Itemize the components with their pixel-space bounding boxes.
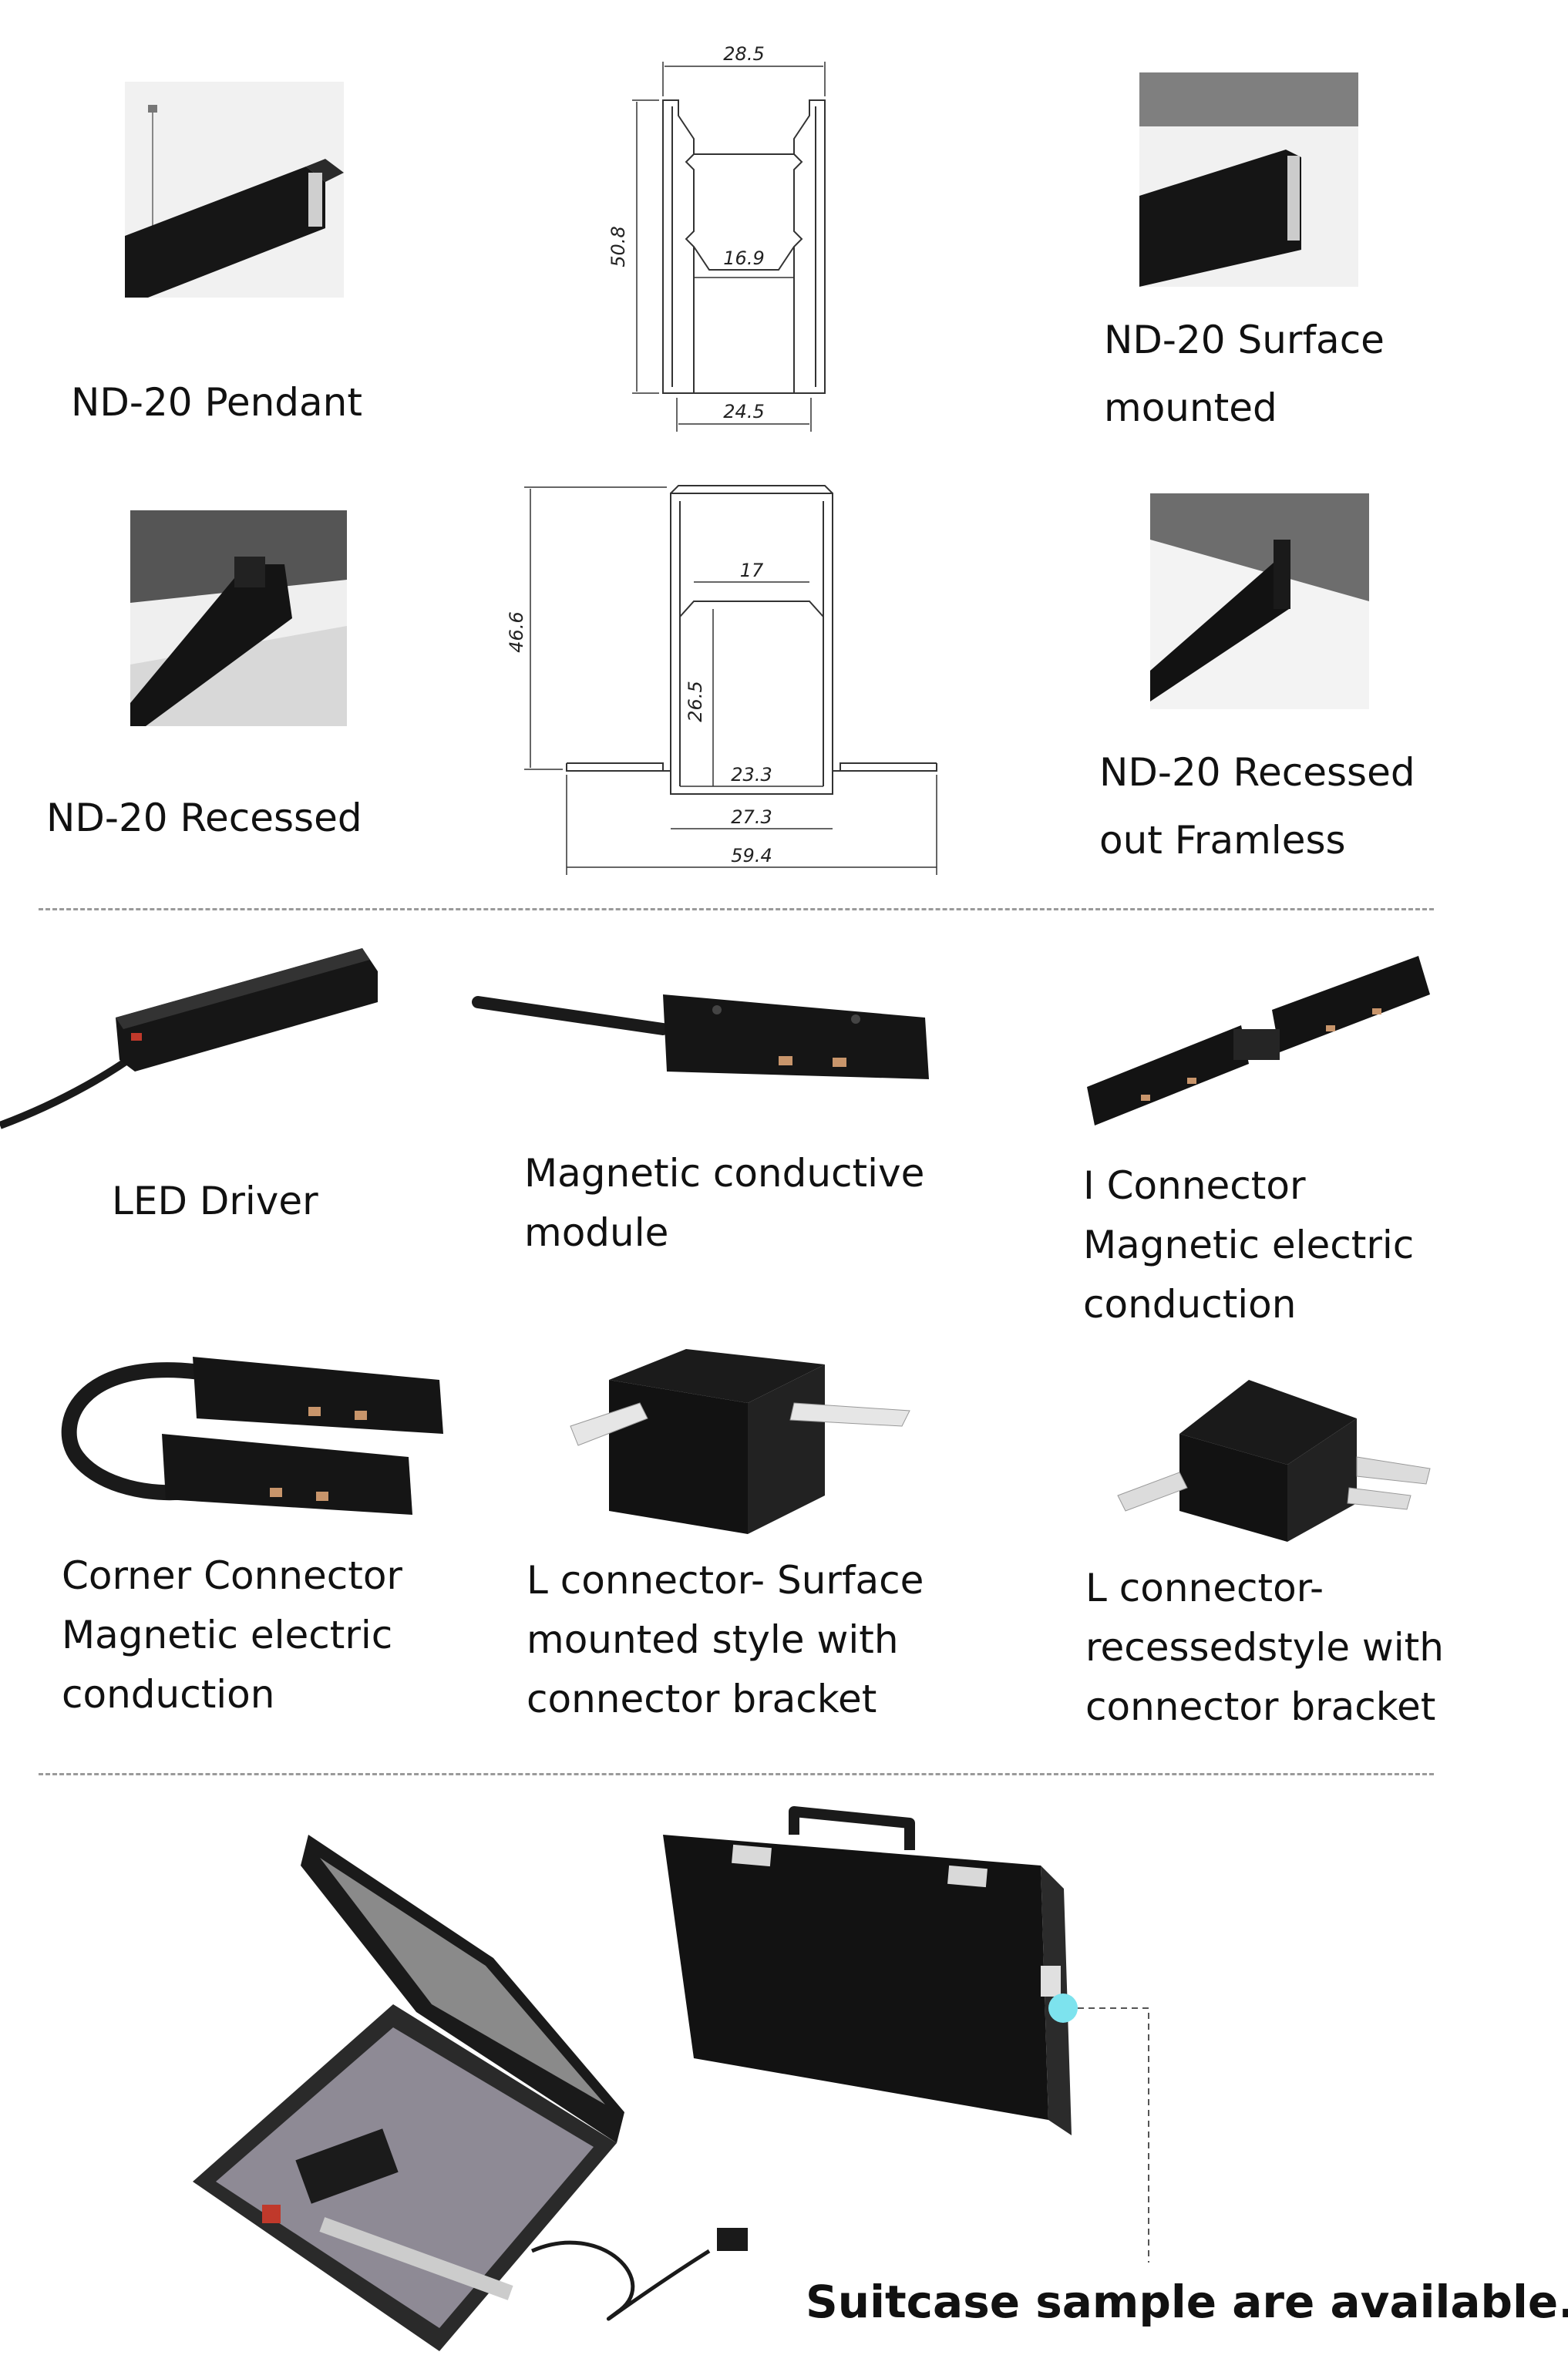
magnetic-module-image (472, 994, 929, 1079)
suitcase-caption: Suitcase sample are available. (806, 2276, 1568, 2328)
closed-suitcase-image (663, 1806, 1072, 2135)
dim-inner-height: 26.5 (685, 681, 706, 722)
recessed-frameless-label: ND-20 Recessed out Framless (1099, 750, 1415, 863)
recessed-photo (130, 510, 347, 726)
l-connector-surface-label: L connector- Surface mounted style with … (527, 1558, 924, 1721)
pendant-label: ND-20 Pendant (71, 380, 362, 425)
dim-inner: 16.9 (723, 247, 764, 269)
surface-mounted-label: ND-20 Surface mounted (1104, 318, 1385, 430)
l-connector-recessed-label: L connector- recessedstyle with connecto… (1085, 1566, 1444, 1729)
open-suitcase-image (193, 1835, 748, 2351)
dim-w1: 23.3 (731, 764, 772, 786)
led-driver-label: LED Driver (112, 1179, 318, 1223)
recessed-label: ND-20 Recessed (46, 796, 362, 840)
corner-connector-image (61, 1357, 443, 1515)
dim-height-b: 46.6 (509, 611, 527, 652)
profile-section-drawing-bottom: 46.6 17 26.5 23.3 27.3 59.4 (509, 485, 937, 875)
recessed-frameless-photo (1150, 493, 1369, 709)
led-driver-image (0, 948, 378, 1129)
dim-width-top: 28.5 (723, 43, 764, 65)
leader-line (1078, 2007, 1149, 2263)
l-connector-recessed-image (1117, 1380, 1431, 1542)
highlight-dot (1048, 1993, 1078, 2023)
i-connector-label: I Connector Magnetic electric conduction (1083, 1163, 1415, 1327)
dim-width-bottom: 24.5 (723, 401, 764, 422)
dim-height: 50.8 (607, 226, 629, 267)
section-divider-1 (39, 908, 1434, 910)
section-divider-2 (39, 1773, 1434, 1775)
magnetic-module-label: Magnetic conductive module (524, 1151, 925, 1255)
corner-connector-label: Corner Connector Magnetic electric condu… (62, 1553, 402, 1717)
dim-w2: 27.3 (731, 806, 772, 828)
pendant-photo (125, 82, 344, 298)
dim-inner-top: 17 (740, 560, 764, 581)
l-connector-surface-image (570, 1349, 910, 1534)
i-connector-image (1087, 956, 1430, 1125)
profile-section-drawing-top: 28.5 50.8 16.9 24.5 (607, 43, 826, 432)
dim-w3: 59.4 (731, 845, 772, 866)
surface-mounted-photo (1139, 72, 1358, 287)
